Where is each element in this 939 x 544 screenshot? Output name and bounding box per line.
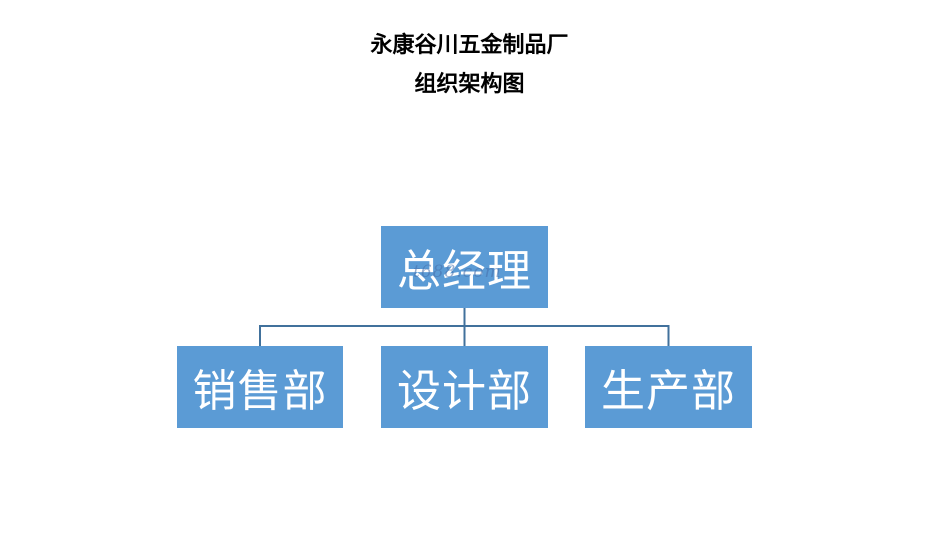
org-node-sales-department: 销售部 — [177, 346, 343, 428]
org-node-design-department: 设计部 — [381, 346, 548, 428]
org-node-general-manager: 总经理 — [381, 226, 548, 308]
org-node-production-department: 生产部 — [585, 346, 752, 428]
watermark-text: t688.com — [413, 262, 502, 282]
diagram-title-line-1: 永康谷川五金制品厂 — [370, 33, 569, 58]
diagram-title-line-2: 组织架构图 — [414, 72, 525, 97]
